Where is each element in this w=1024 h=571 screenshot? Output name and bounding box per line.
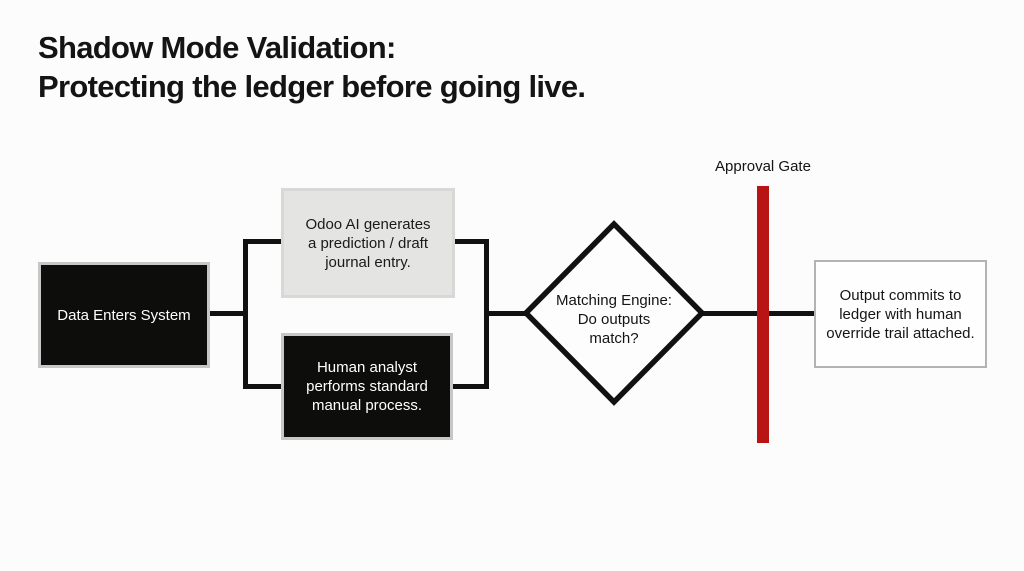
output-node-line-3: override trail attached. [826,324,975,342]
human-node-line-1: Human analyst [316,359,418,376]
approval-gate-label: Approval Gate [715,158,811,175]
human-node-line-3: manual process. [311,397,423,414]
output-node-line-1: Output commits to [839,286,962,304]
page-title-line-2: Protecting the ledger before going live. [38,69,586,104]
ai-node: Odoo AI generates a prediction / draft j… [281,188,455,298]
decision-diamond [522,220,706,406]
human-node: Human analyst performs standard manual p… [281,333,453,440]
approval-gate-bar [757,186,769,443]
connector-branch-vertical [243,239,248,389]
decision-line-3: match? [589,330,639,347]
connector-input-to-branch [206,311,247,316]
connector-branch-to-ai [243,239,284,244]
ai-node-line-2: a prediction / draft [307,234,429,252]
decision-node-text: Matching Engine: Do outputs match? [539,291,689,348]
connector-branch-to-human [243,384,284,389]
connector-merge-to-decision [484,311,530,316]
output-node-line-2: ledger with human [839,305,962,323]
decision-line-1: Matching Engine: [556,292,672,309]
decision-line-2: Do outputs [577,311,651,328]
ai-node-line-3: journal entry. [325,253,411,271]
ai-node-line-1: Odoo AI generates [305,215,431,233]
input-node-label: Data Enters System [57,306,191,324]
page-title: Shadow Mode Validation: Protecting the l… [38,28,758,106]
connector-human-to-merge [450,384,489,389]
human-node-line-2: performs standard [306,378,428,395]
input-node: Data Enters System [38,262,210,368]
page-title-line-1: Shadow Mode Validation: [38,30,396,65]
connector-ai-to-merge [452,239,489,244]
output-node: Output commits to ledger with human over… [814,260,987,368]
